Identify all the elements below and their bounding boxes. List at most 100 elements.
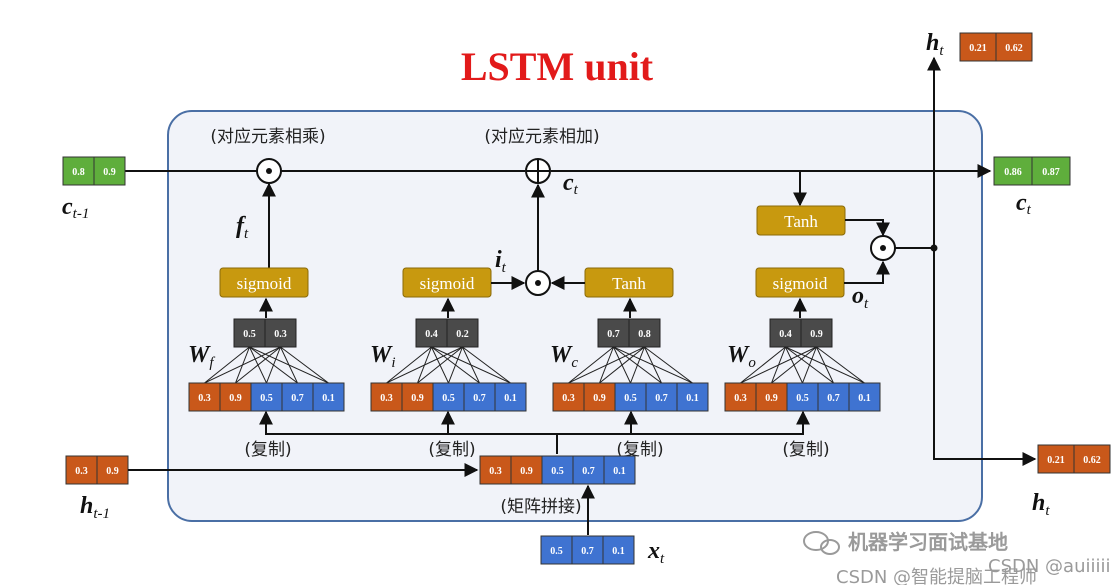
fan-line-f-1-0 <box>235 346 250 384</box>
i-t-label: it <box>495 247 507 276</box>
watermark-account: 机器学习面试基地 <box>848 530 1008 554</box>
concat-cell-c-2 <box>614 382 647 412</box>
concat-cell-f-4 <box>312 382 345 412</box>
concat-cell-main-4 <box>603 455 636 485</box>
concat-value-c-2: 0.5 <box>624 393 637 404</box>
weights-f-vector: 0.5 0.3 <box>233 318 297 348</box>
weights-o-value-1: 0.9 <box>810 329 823 340</box>
x-t-value-2: 0.1 <box>612 546 625 557</box>
concat-value-i-3: 0.7 <box>473 393 486 404</box>
add-op <box>525 158 551 184</box>
concat-value-main-3: 0.7 <box>582 466 595 477</box>
concat-cell-i-4 <box>494 382 527 412</box>
concat-cell-o-2 <box>786 382 819 412</box>
output-multiply-op <box>870 235 896 261</box>
w-c-label: Wc <box>550 342 578 371</box>
h-t-top-value-0: 0.21 <box>969 43 987 54</box>
fan-line-i-1-0 <box>417 346 432 384</box>
fan-line-c-3-0 <box>613 346 662 384</box>
copy-label-f: (复制) <box>244 440 291 460</box>
concat-cell-o-1 <box>755 382 788 412</box>
watermark-csdn-2: CSDN @智能提脑工程师 <box>836 567 1037 585</box>
h-prev-value-1: 0.9 <box>106 466 119 477</box>
weights-c-value-1: 0.8 <box>638 329 651 340</box>
tanh-label-out: Tanh <box>784 212 818 231</box>
concat-cell-f-3 <box>281 382 314 412</box>
concat-value-c-1: 0.9 <box>593 393 606 404</box>
multiply-label: (对应元素相乘) <box>210 127 325 147</box>
h-t-top-value-1: 0.62 <box>1005 43 1023 54</box>
concat-cell-f-0 <box>188 382 221 412</box>
concat-cell-o-4 <box>848 382 881 412</box>
weights-f-value-1: 0.3 <box>274 329 287 340</box>
concat-value-o-1: 0.9 <box>765 393 778 404</box>
fan-line-c-4-1 <box>644 346 693 384</box>
h-t-top-vector: 0.21 0.62 <box>959 32 1033 62</box>
concat-cell-main-3 <box>572 455 605 485</box>
c-prev-label: ct-1 <box>62 194 89 222</box>
wechat-icon <box>803 531 840 555</box>
fan-line-i-0-0 <box>386 346 432 384</box>
copy-arrow-o <box>557 410 810 435</box>
sigmoid-gate-f <box>219 267 309 298</box>
sigmoid-label-f: sigmoid <box>237 274 292 293</box>
c-t-label-inner: ct <box>563 170 579 198</box>
c-t-label-out: ct <box>1016 190 1032 218</box>
fan-line-c-0-0 <box>568 346 614 384</box>
h-t-top-label: ht <box>926 30 944 59</box>
fan-line-o-0-0 <box>740 346 786 384</box>
concat-value-main-0: 0.3 <box>489 466 502 477</box>
x-t-value-1: 0.7 <box>581 546 594 557</box>
h-right-arrow <box>933 248 1037 466</box>
concat-cell-o-0 <box>724 382 757 412</box>
o-t-label: ot <box>852 283 869 312</box>
h-t-right-vector: 0.21 0.62 <box>1037 444 1111 474</box>
concat-value-f-1: 0.9 <box>229 393 242 404</box>
fan-line-f-3-0 <box>249 346 298 384</box>
weights-c-vector: 0.7 0.8 <box>597 318 661 348</box>
w-i-label: Wi <box>370 342 396 371</box>
weights-i-value-1: 0.2 <box>456 329 469 340</box>
fan-line-i-4-1 <box>462 346 511 384</box>
h-t-right-value-0: 0.21 <box>1047 455 1065 466</box>
copy-label-i: (复制) <box>428 440 475 460</box>
diagram-title: LSTM unit <box>461 44 654 89</box>
concat-value-f-4: 0.1 <box>322 393 335 404</box>
c-t-value-0: 0.86 <box>1004 167 1022 178</box>
weights-i-value-0: 0.4 <box>425 329 438 340</box>
fan-lines <box>204 346 865 384</box>
c-t-value-1: 0.87 <box>1042 167 1060 178</box>
concat-cell-main-0 <box>479 455 512 485</box>
concat-value-o-3: 0.7 <box>827 393 840 404</box>
concat-value-f-3: 0.7 <box>291 393 304 404</box>
fan-line-o-4-1 <box>816 346 865 384</box>
concat-cell-i-3 <box>463 382 496 412</box>
h-prev-label: ht-1 <box>80 493 110 522</box>
input-multiply-op <box>525 270 551 296</box>
copy-arrow-f <box>259 410 557 435</box>
concat-value-i-0: 0.3 <box>380 393 393 404</box>
concat-cell-main-1 <box>510 455 543 485</box>
x-t-vector: 0.5 0.7 0.1 <box>540 535 635 565</box>
concat-cell-i-2 <box>432 382 465 412</box>
tanh-label-c: Tanh <box>612 274 646 293</box>
copy-label-c: (复制) <box>616 440 663 460</box>
add-label: (对应元素相加) <box>484 127 599 147</box>
concat-label: (矩阵拼接) <box>500 497 581 517</box>
fan-line-o-1-0 <box>771 346 786 384</box>
weights-f-value-0: 0.5 <box>243 329 256 340</box>
sigmoid-o-to-mult-arrow <box>844 260 890 284</box>
concat-cell-o-3 <box>817 382 850 412</box>
fan-line-f-4-1 <box>280 346 329 384</box>
weights-c-value-0: 0.7 <box>607 329 620 340</box>
concat-cell-c-4 <box>676 382 709 412</box>
fan-line-o-4-0 <box>785 346 865 384</box>
fan-line-i-2-0 <box>431 346 449 384</box>
concat-value-main-1: 0.9 <box>520 466 533 477</box>
concat-value-i-2: 0.5 <box>442 393 455 404</box>
concat-value-c-4: 0.1 <box>686 393 699 404</box>
weights-i-vector: 0.4 0.2 <box>415 318 479 348</box>
weights-o-value-0: 0.4 <box>779 329 792 340</box>
w-f-label: Wf <box>188 342 215 371</box>
